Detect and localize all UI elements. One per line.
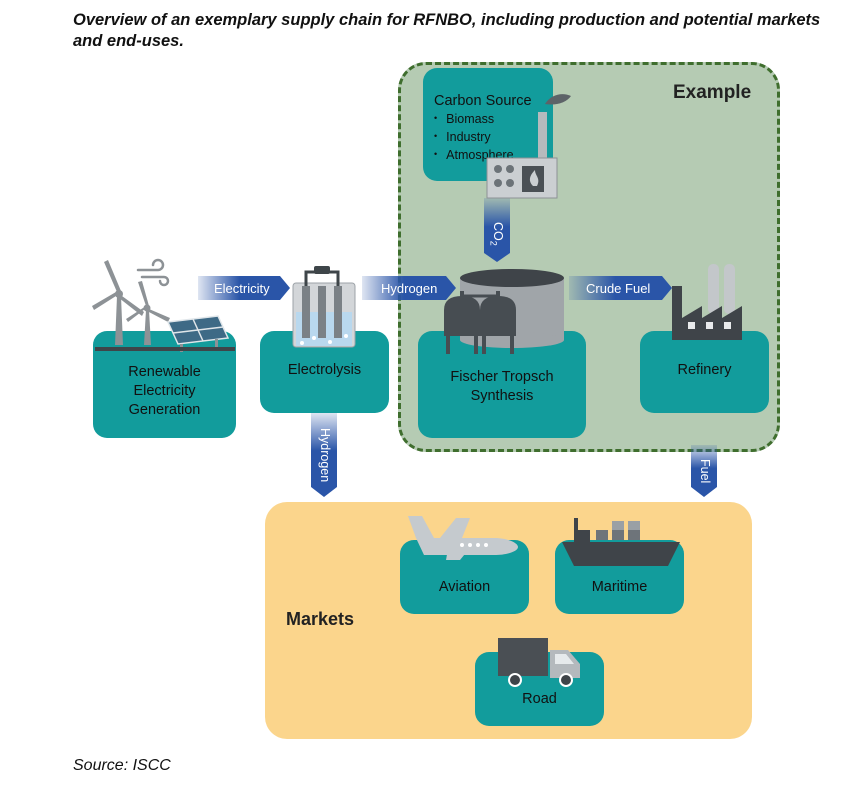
wind-turbine-icon <box>92 260 170 345</box>
carbon-factory-icon <box>486 94 571 199</box>
hydrogen-arrow-label: Hydrogen <box>381 281 438 296</box>
carbon-source-item: Biomass <box>434 111 514 129</box>
fischer-tropsch-label: Fischer Tropsch Synthesis <box>450 368 554 404</box>
example-label: Example <box>673 82 752 103</box>
markets-label: Markets <box>286 609 355 629</box>
electricity-arrow <box>198 276 290 300</box>
refinery-icon <box>672 264 742 340</box>
electricity-arrow-label: Electricity <box>214 281 270 296</box>
fuel-down-arrow <box>691 445 717 497</box>
figure-title: Overview of an exemplary supply chain fo… <box>73 11 821 50</box>
truck-icon <box>498 638 580 687</box>
maritime-label: Maritime <box>591 578 648 595</box>
reactor-icon <box>444 269 564 354</box>
electrolyzer-icon <box>292 266 356 348</box>
carbon-source-item: Industry <box>434 129 514 147</box>
carbon-source-title: Carbon Source <box>434 93 532 109</box>
crude-fuel-arrow <box>569 276 672 300</box>
co2-text: CO <box>491 222 505 241</box>
co2-subscript: 2 <box>488 240 499 246</box>
renewable-generation-label: Renewable Electricity Generation <box>128 364 201 418</box>
refinery-label: Refinery <box>677 361 732 378</box>
ground-line <box>95 347 235 351</box>
crude-fuel-arrow-label: Crude Fuel <box>586 281 651 296</box>
hydrogen-down-label: Hydrogen <box>318 428 332 483</box>
solar-panel-icon <box>166 315 230 352</box>
ship-icon <box>562 518 680 566</box>
aviation-label: Aviation <box>438 578 491 595</box>
wind-symbol-icon <box>136 258 170 287</box>
road-label: Road <box>522 690 557 707</box>
source-note: Source: ISCC <box>73 757 171 774</box>
refinery-box: Refinery <box>640 331 769 413</box>
co2-arrow <box>484 198 510 262</box>
co2-arrow-label: CO2 <box>489 222 506 246</box>
fuel-down-label: Fuel <box>698 459 712 484</box>
hydrogen-down-arrow <box>311 413 337 497</box>
electrolysis-label: Electrolysis <box>287 361 362 378</box>
airplane-icon <box>408 516 518 560</box>
hydrogen-arrow <box>362 276 456 300</box>
